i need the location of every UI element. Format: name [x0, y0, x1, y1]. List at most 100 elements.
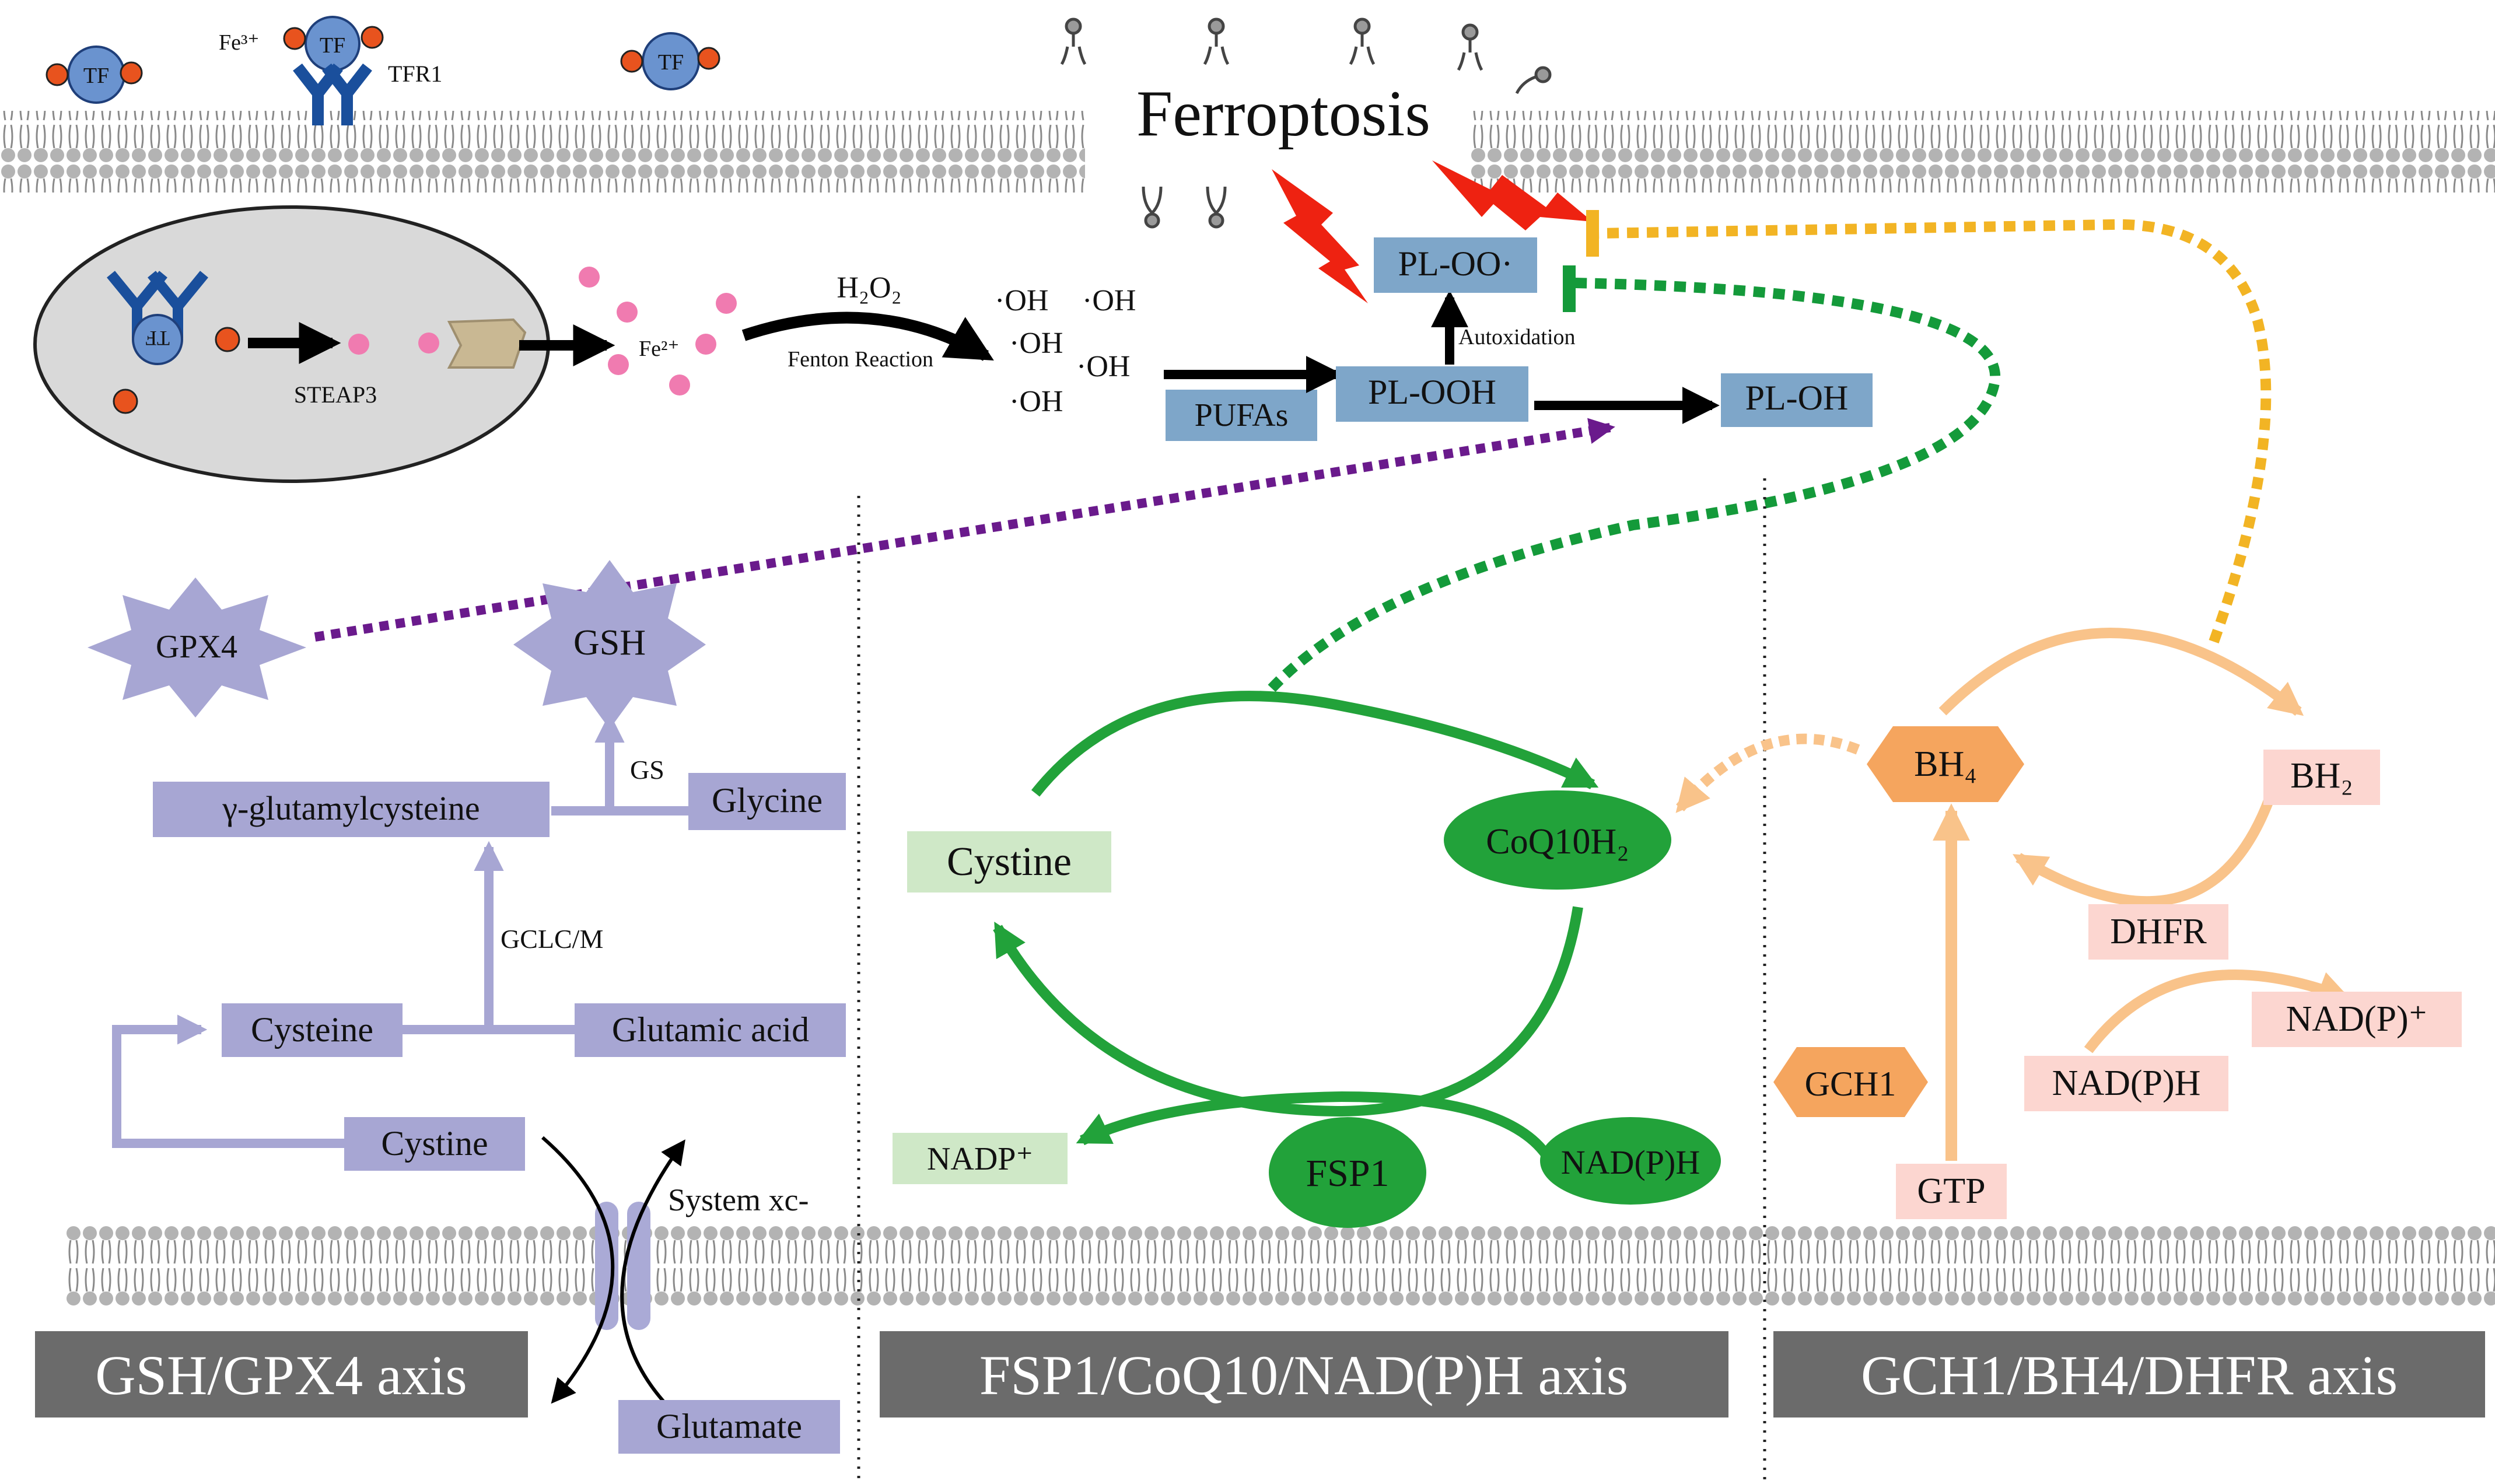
plooh-label: PL-OOH	[1368, 373, 1496, 411]
tf-label: TF	[83, 64, 109, 88]
top-membrane-right	[1470, 111, 2495, 192]
lightning-bolt-right	[1432, 160, 1593, 230]
glycine-node: Glycine	[688, 773, 846, 830]
bh4-label: BH₄	[1914, 744, 1977, 784]
tfr1-label: TFR1	[388, 61, 442, 87]
fe2-label: Fe²⁺	[639, 337, 679, 361]
pufas-node: PUFAs	[1166, 390, 1317, 441]
cystine-label-fsp1: Cystine	[947, 839, 1072, 884]
bh4-node: BH₄	[1867, 726, 2024, 802]
system-xc-transporter	[541, 1136, 687, 1425]
ferrous-iron-pool: Fe²⁺	[579, 267, 737, 396]
green-dashed-coq10-inhibition	[1268, 278, 2001, 692]
cysteine-node: Cysteine	[222, 1003, 403, 1057]
transferrin-outside: TF	[46, 46, 143, 104]
fsp1-label: FSP1	[1306, 1152, 1389, 1195]
gch1-axis-banner: GCH1/BH4/DHFR axis	[1773, 1331, 2485, 1418]
nadp-node-fsp1: NADP⁺	[893, 1133, 1068, 1184]
fsp1-node: FSP1	[1269, 1117, 1426, 1228]
dhfr-label: DHFR	[2110, 912, 2207, 951]
glutamate-label: Glutamate	[656, 1407, 802, 1446]
nadph-to-nadp-gch1-arrow	[2084, 969, 2351, 1054]
cysteine-label: Cysteine	[251, 1010, 373, 1049]
cystine-to-cysteine-arrow	[112, 1014, 344, 1148]
oh-radical-5: ·OH	[1009, 385, 1063, 418]
tf-label-2: TF	[658, 50, 684, 75]
bh4-to-bh2-arrow	[1938, 628, 2304, 716]
purple-dashed-gpx4-to-ploh	[314, 418, 1615, 642]
tfr1-receptor: TF TFR1	[283, 16, 442, 125]
pufas-label: PUFAs	[1195, 397, 1289, 433]
gsh-axis-banner: GSH/GPX4 axis	[35, 1331, 528, 1418]
tf-bound-label: TF	[320, 33, 345, 58]
nadph-to-nadp-arrow	[1076, 1091, 1556, 1167]
cystine-node-fsp1: Cystine	[907, 831, 1111, 892]
nadph-label-gch1: NAD(P)H	[2052, 1063, 2201, 1103]
plooh-node: PL-OOH	[1336, 366, 1528, 422]
ploo-label: PL-OO·	[1398, 244, 1513, 283]
gpx4-label: GPX4	[156, 629, 237, 665]
bh2-label: BH₂	[2290, 756, 2353, 796]
orange-dashed-bh4-inhibition	[1598, 219, 2272, 644]
gch1-node: GCH1	[1773, 1047, 1928, 1117]
dhfr-arrow	[2013, 797, 2274, 907]
coq10h2-label: CoQ10H₂	[1486, 822, 1629, 862]
glycine-label: Glycine	[712, 781, 823, 820]
system-xc-label: System xc-	[668, 1182, 809, 1217]
ploh-node: PL-OH	[1721, 373, 1873, 427]
gamma-glutamylcysteine-node: γ-glutamylcysteine	[153, 782, 550, 837]
gsh-label: GSH	[573, 623, 646, 663]
lightning-bolt-left	[1272, 169, 1368, 303]
gpx4-star: GPX4	[88, 578, 306, 718]
gsh-axis-label: GSH/GPX4 axis	[95, 1344, 467, 1406]
nadph-node-fsp1: NAD(P)H	[1540, 1117, 1721, 1205]
transferrin-outside-2: TF	[620, 32, 720, 90]
cystine-to-coq10-arrow	[1031, 691, 1599, 797]
oh-radical-4: ·OH	[1076, 350, 1130, 383]
glutamic-acid-node: Glutamic acid	[575, 1003, 846, 1057]
gtp-label: GTP	[1917, 1171, 1985, 1211]
fsp1-axis-label: FSP1/CoQ10/NAD(P)H axis	[979, 1344, 1628, 1406]
coq10h2-node: CoQ10H₂	[1444, 790, 1671, 890]
steap3-label: STEAP3	[294, 382, 377, 408]
endosome: TF STEAP3	[33, 205, 615, 483]
title: Ferroptosis	[1136, 78, 1430, 150]
gch1-label: GCH1	[1805, 1065, 1896, 1103]
autoxidation-label: Autoxidation	[1458, 325, 1576, 349]
fe3-label: Fe³⁺	[219, 30, 259, 55]
cystine-node-gsh: Cystine	[344, 1117, 525, 1171]
fenton-label: Fenton Reaction	[788, 347, 933, 372]
tf-endosome-label: TF	[145, 327, 170, 350]
nadph-node-gch1: NAD(P)H	[2024, 1056, 2228, 1111]
glutamate-node: Glutamate	[618, 1400, 840, 1454]
oh-radical-3: ·OH	[1009, 327, 1063, 360]
lipid-figures	[1060, 18, 1552, 229]
nadp-plus-node-gch1: NAD(P)⁺	[2252, 992, 2462, 1047]
gamma-glutamylcysteine-label: γ-glutamylcysteine	[222, 789, 480, 827]
gch1-axis-label: GCH1/BH4/DHFR axis	[1861, 1344, 2398, 1406]
top-membrane-left	[0, 111, 1085, 192]
ploo-node: PL-OO·	[1374, 237, 1537, 293]
dhfr-node: DHFR	[2088, 904, 2228, 960]
gclc-label: GCLC/M	[501, 924, 603, 954]
gs-label: GS	[630, 755, 664, 785]
hydroxyl-radicals: ·OH ·OH ·OH ·OH ·OH	[995, 284, 1136, 418]
oh-radical-2: ·OH	[1082, 284, 1136, 317]
fsp1-axis-banner: FSP1/CoQ10/NAD(P)H axis	[880, 1331, 1728, 1418]
nadph-label-fsp1: NAD(P)H	[1561, 1143, 1700, 1181]
gtp-node: GTP	[1896, 1164, 2007, 1219]
fenton-arrow	[741, 312, 994, 361]
h2o2-label: H₂O₂	[837, 271, 901, 304]
nadp-label-fsp1: NADP⁺	[927, 1141, 1033, 1177]
glutamic-acid-label: Glutamic acid	[612, 1010, 809, 1049]
gsh-star: GSH	[513, 560, 706, 729]
cystine-label-gsh: Cystine	[381, 1124, 488, 1163]
bottom-membrane	[64, 1225, 2495, 1307]
coq10-to-cystine-arrow	[993, 906, 1583, 1117]
ploh-label: PL-OH	[1745, 379, 1849, 417]
bh4-to-coq10-dashed-arrow	[1675, 733, 1860, 813]
oh-radical-1: ·OH	[995, 284, 1048, 317]
nadp-plus-label-gch1: NAD(P)⁺	[2286, 999, 2428, 1039]
